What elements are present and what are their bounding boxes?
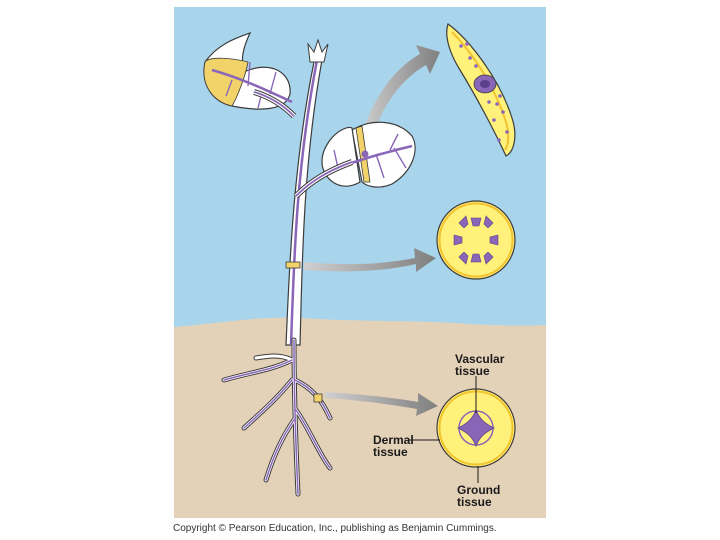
- stem-cross-section: [436, 200, 516, 280]
- plant-roots: [221, 337, 333, 497]
- leaf-cross-section: [446, 23, 516, 157]
- arrow-to-root-section: [325, 392, 438, 416]
- label-ground-tissue: Ground tissue: [457, 484, 500, 508]
- leaf-upper-left: [203, 31, 293, 110]
- label-ground-line: Ground tissue: [457, 483, 501, 509]
- label-vascular-line: Vascular tissue: [455, 352, 505, 378]
- label-dermal-tissue: Dermal tissue: [373, 434, 414, 458]
- arrow-to-stem-section: [304, 248, 436, 272]
- plant-stem: [253, 38, 354, 346]
- label-vascular-tissue: Vascular tissue: [455, 353, 504, 377]
- label-dermal-line: Dermal tissue: [373, 433, 414, 459]
- copyright-notice: Copyright © Pearson Education, Inc., pub…: [173, 523, 497, 534]
- root-section-marker: [313, 393, 323, 403]
- stem-section-marker: [285, 261, 301, 269]
- label-leader-lines: [409, 376, 479, 483]
